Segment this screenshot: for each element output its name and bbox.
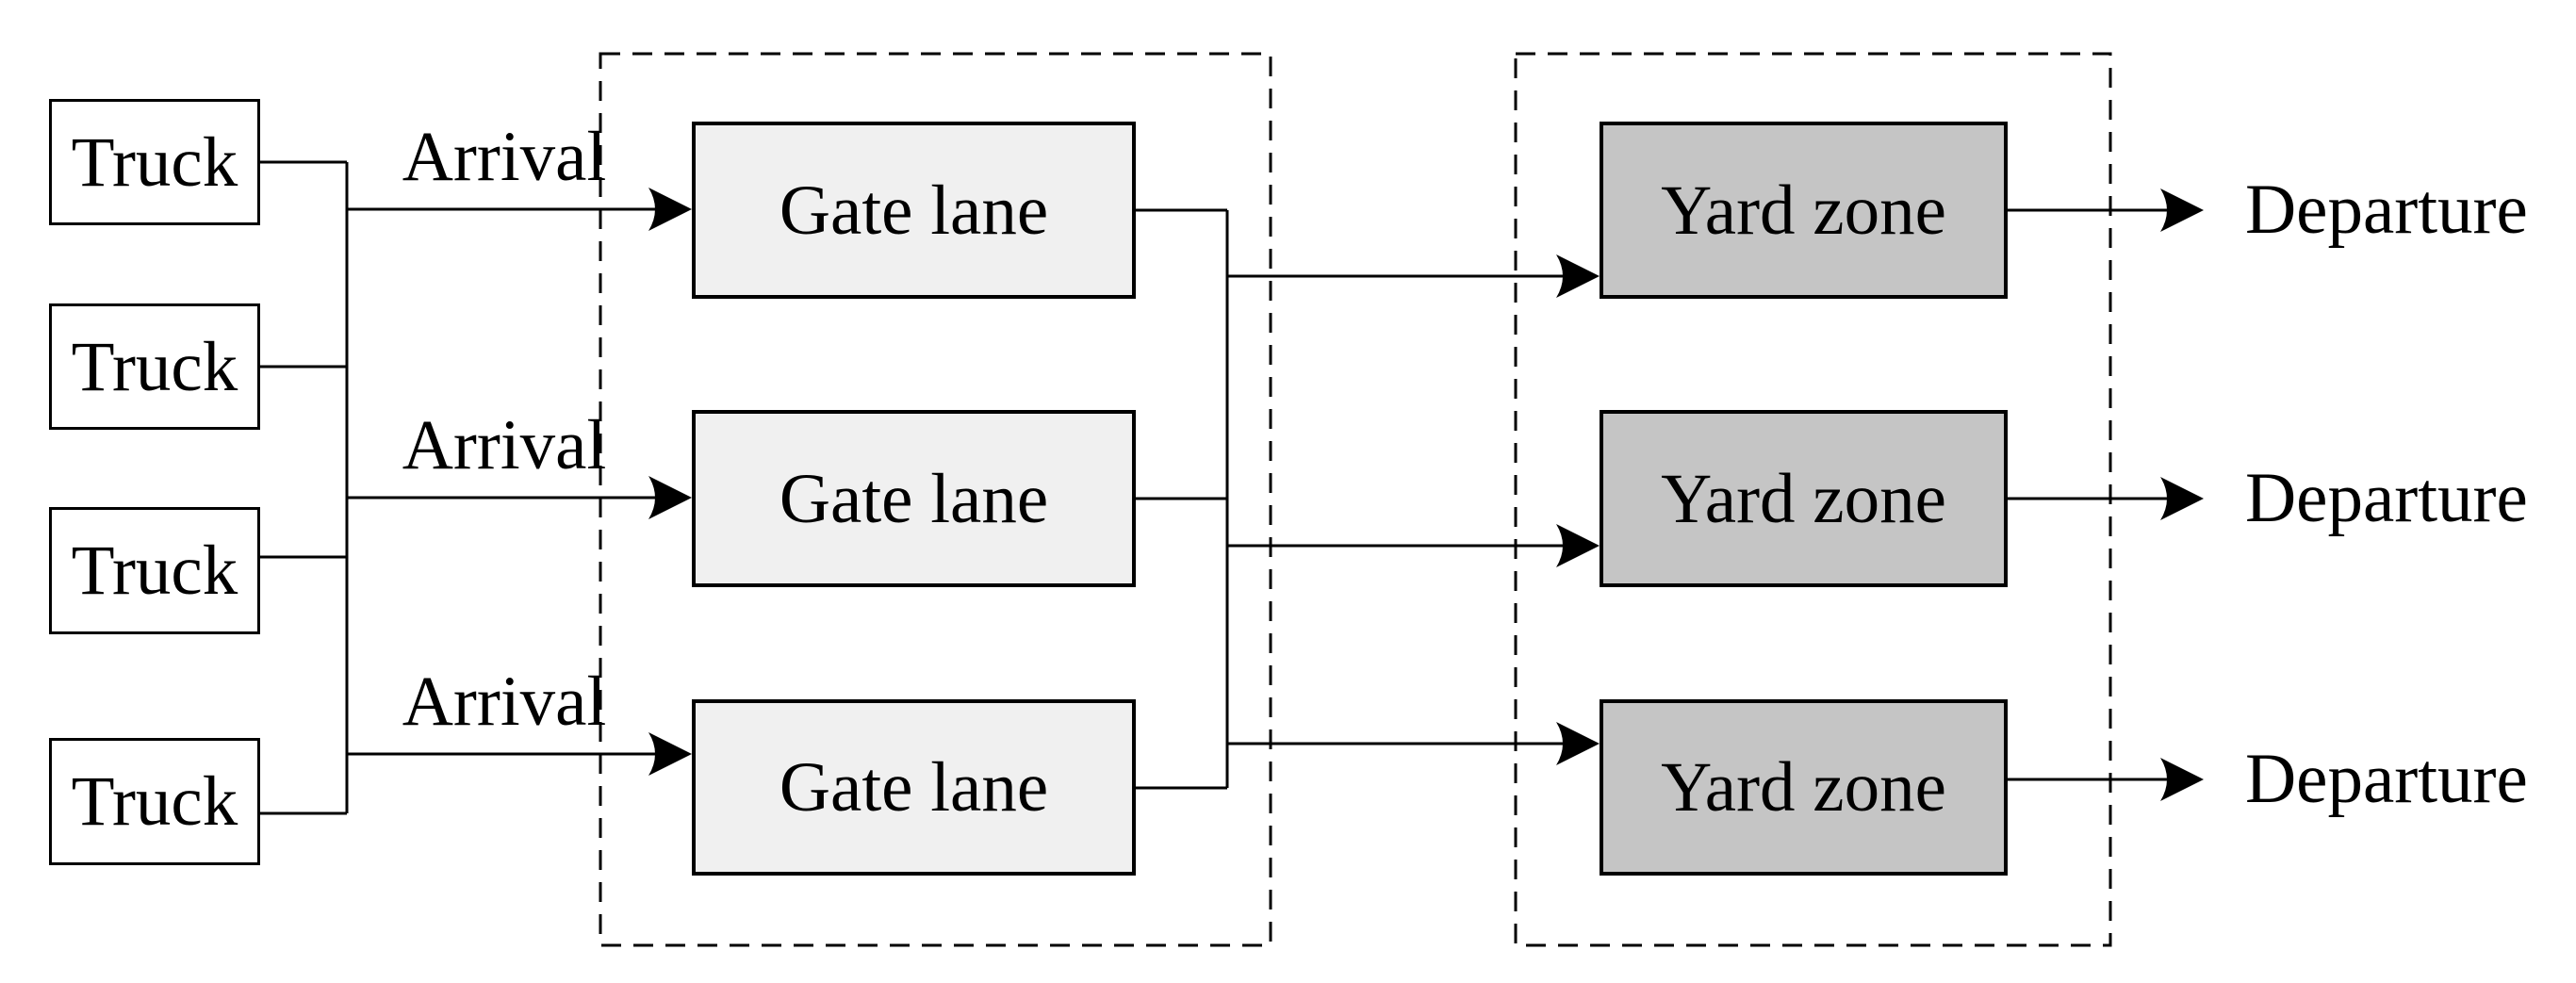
departure-arrowhead-1 <box>2160 188 2204 232</box>
yard-zone-node-1-label: Yard zone <box>1661 171 1946 250</box>
truck-node-4: Truck <box>49 738 260 865</box>
gate-lane-node-3: Gate lane <box>692 699 1136 876</box>
yard-zone-node-2-label: Yard zone <box>1661 459 1946 538</box>
gate-lane-group-container <box>599 52 1272 947</box>
arrival-label-1: Arrival <box>402 118 607 196</box>
arrival-arrowhead-3 <box>648 732 692 776</box>
arrival-label-3: Arrival <box>402 663 607 741</box>
arrival-label-2: Arrival <box>402 406 607 484</box>
gate-lane-node-3-label: Gate lane <box>779 748 1049 827</box>
departure-label-2: Departure <box>2245 459 2528 537</box>
departure-arrowhead-3 <box>2160 758 2204 801</box>
truck-node-1: Truck <box>49 99 260 225</box>
arrival-arrowhead-1 <box>648 188 692 231</box>
truck-node-2-label: Truck <box>71 327 238 406</box>
yard-zone-node-2: Yard zone <box>1600 410 2008 587</box>
yard-arrowhead-3 <box>1556 722 1600 765</box>
yard-zone-node-1: Yard zone <box>1600 122 2008 299</box>
yard-zone-node-3-label: Yard zone <box>1661 748 1946 827</box>
departure-label-3: Departure <box>2245 740 2528 818</box>
truck-node-4-label: Truck <box>71 762 238 841</box>
yard-arrowhead-1 <box>1556 254 1600 298</box>
arrival-arrowhead-2 <box>648 476 692 519</box>
departure-arrowhead-2 <box>2160 477 2204 520</box>
gate-lane-node-2: Gate lane <box>692 410 1136 587</box>
gate-lane-node-2-label: Gate lane <box>779 459 1049 538</box>
gate-lane-node-1-label: Gate lane <box>779 171 1049 250</box>
truck-node-1-label: Truck <box>71 123 238 202</box>
truck-node-3: Truck <box>49 507 260 634</box>
yard-arrowhead-2 <box>1556 524 1600 567</box>
gate-lane-node-1: Gate lane <box>692 122 1136 299</box>
departure-label-1: Departure <box>2245 171 2528 249</box>
truck-node-2: Truck <box>49 303 260 430</box>
yard-zone-node-3: Yard zone <box>1600 699 2008 876</box>
truck-node-3-label: Truck <box>71 532 238 610</box>
